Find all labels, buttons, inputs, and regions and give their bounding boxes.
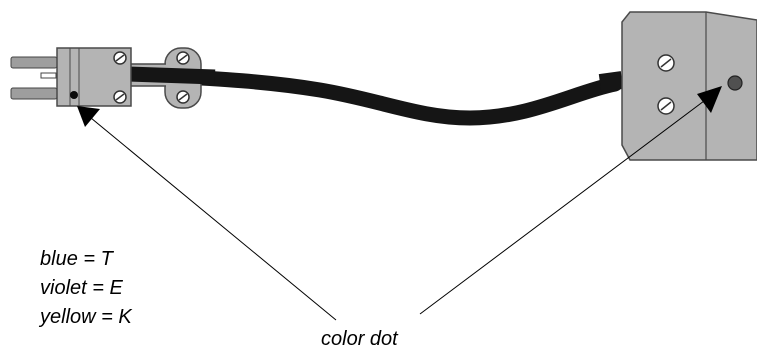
screw-icon [113, 90, 127, 104]
legend-item-yellow: yellow = K [40, 306, 132, 328]
leader-line-right [419, 94, 713, 315]
legend-item-blue: blue = T [40, 248, 113, 270]
mounting-tab [126, 47, 216, 109]
screw-icon [657, 97, 675, 115]
screw-icon [657, 54, 675, 72]
screw-icon [176, 51, 190, 65]
socket-color-dot [727, 75, 743, 91]
color-dot-caption: color dot [321, 328, 398, 350]
thermocouple-cable [120, 66, 623, 126]
cable-strain-relief [598, 71, 624, 92]
arrowhead-icon [77, 106, 100, 127]
thermocouple-color-legend: blue = T violet = E yellow = K [40, 245, 132, 332]
connector-color-dot [70, 91, 78, 99]
female-connector-body [621, 11, 757, 161]
connector-pins [10, 56, 58, 100]
screw-icon [176, 90, 190, 104]
screw-icon [113, 51, 127, 65]
arrowhead-icon [697, 86, 722, 113]
legend-item-violet: violet = E [40, 277, 123, 299]
leader-line-left [90, 117, 337, 321]
